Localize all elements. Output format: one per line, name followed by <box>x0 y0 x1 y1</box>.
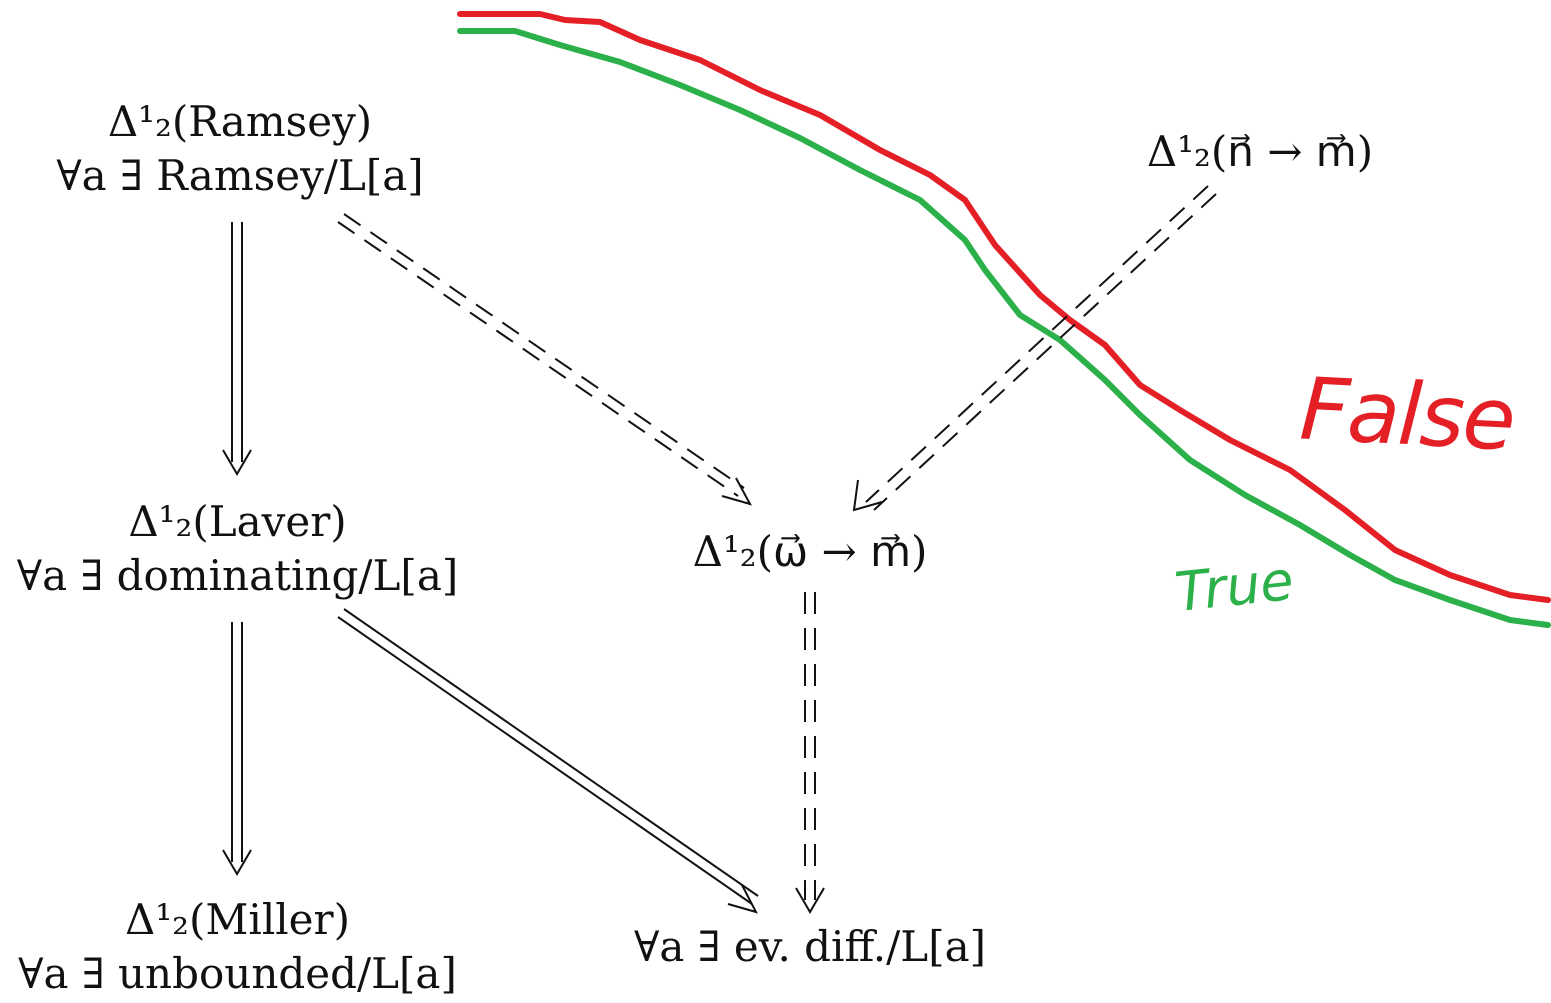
node-omega-to-m: Δ¹₂(ω⃗ → m⃗) <box>660 525 960 579</box>
arrow-omega-to-evdiff <box>804 592 816 900</box>
node-n-to-m: Δ¹₂(n⃗ → m⃗) <box>1120 125 1400 179</box>
false-label: False <box>1297 359 1517 471</box>
node-laver-subtitle: ∀a ∃ dominating/L[a] <box>16 551 459 600</box>
arrow-n-to-omega <box>865 185 1217 511</box>
node-evdiff-title: ∀a ∃ ev. diff./L[a] <box>633 922 987 971</box>
node-ramsey: Δ¹₂(Ramsey) ∀a ∃ Ramsey/L[a] <box>40 95 440 203</box>
node-n-to-m-title: Δ¹₂(n⃗ → m⃗) <box>1146 127 1374 176</box>
arrowhead-n-to-omega <box>852 479 883 512</box>
false-boundary-curve <box>457 11 1551 603</box>
arrow-laver-to-miller <box>222 622 252 876</box>
arrow-ramsey-to-omega <box>337 213 745 497</box>
arrow-laver-to-evdiff <box>337 608 759 914</box>
node-miller: Δ¹₂(Miller) ∀a ∃ unbounded/L[a] <box>5 893 470 1001</box>
node-laver-title: Δ¹₂(Laver) <box>128 497 347 546</box>
arrowhead-ramsey-to-omega <box>721 477 753 506</box>
arrow-ramsey-to-laver <box>222 222 252 476</box>
node-evdiff: ∀a ∃ ev. diff./L[a] <box>600 920 1020 974</box>
node-miller-title: Δ¹₂(Miller) <box>124 895 350 944</box>
node-ramsey-title: Δ¹₂(Ramsey) <box>107 97 373 146</box>
arrowhead-omega-to-evdiff <box>795 887 825 914</box>
true-boundary-curve <box>457 28 1551 628</box>
node-miller-subtitle: ∀a ∃ unbounded/L[a] <box>18 949 457 998</box>
node-laver: Δ¹₂(Laver) ∀a ∃ dominating/L[a] <box>5 495 470 603</box>
node-omega-to-m-title: Δ¹₂(ω⃗ → m⃗) <box>692 527 928 576</box>
node-ramsey-subtitle: ∀a ∃ Ramsey/L[a] <box>56 151 424 200</box>
true-label: True <box>1172 548 1297 625</box>
